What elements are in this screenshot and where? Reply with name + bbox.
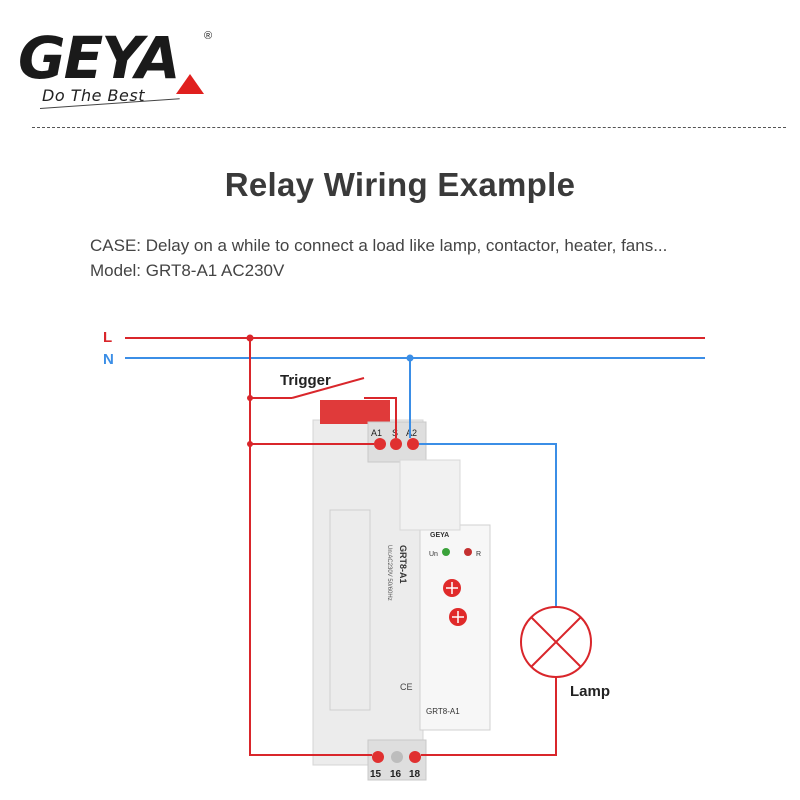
page-title: Relay Wiring Example [224, 166, 576, 203]
junction-neutral [406, 354, 414, 362]
trigger-switch-blade [291, 377, 365, 399]
relay-model-front: GRT8-A1 [426, 707, 460, 716]
led-relay-label: R [476, 551, 481, 558]
relay-side-detail [329, 509, 371, 711]
relay-brand: GEYA [430, 532, 449, 539]
led-on-indicator [442, 548, 450, 556]
trigger-wire-to-s [364, 397, 397, 438]
line-l-label: L [103, 329, 112, 346]
terminal-a2-label: A2 [406, 428, 417, 438]
terminal-a1-label: A1 [371, 428, 382, 438]
terminal-15-screw [372, 751, 384, 763]
relay-ce-mark: CE [400, 682, 413, 692]
relay-front-upper [399, 459, 461, 531]
junction-live-trigger [247, 395, 253, 401]
lamp-cross-b [530, 616, 582, 668]
registered-mark: ® [204, 30, 213, 42]
trigger-label: Trigger [280, 372, 331, 389]
lamp-symbol [520, 606, 592, 678]
led-on-label: Un [429, 551, 438, 558]
terminal-16-screw [391, 751, 403, 763]
header-divider [32, 127, 786, 128]
led-relay-indicator [464, 548, 472, 556]
case-description: CASE: Delay on a while to connect a load… [90, 236, 668, 255]
geya-logo: GEYA ® [18, 28, 218, 118]
relay-top-clip [320, 400, 390, 424]
junction-live-a1 [247, 441, 253, 447]
terminal-s-screw [390, 438, 402, 450]
relay-device: GEYA GRT8-A1 Un:AC230V 50/60Hz Un R CE G… [312, 400, 491, 781]
terminal-18-label: 18 [409, 769, 421, 780]
terminal-15-label: 15 [370, 769, 382, 780]
slogan: Do The Best [42, 86, 145, 105]
junction-live-top [246, 334, 254, 342]
relay-specs-vertical: Un:AC230V 50/60Hz [386, 545, 392, 601]
live-wire-left-drop [249, 338, 372, 756]
logo-red-triangle [176, 74, 204, 94]
load-wire-18-to-lamp [421, 676, 557, 756]
terminal-a1-screw [374, 438, 386, 450]
neutral-wire-to-lamp [419, 443, 557, 608]
model-description: Model: GRT8-A1 AC230V [90, 261, 285, 280]
logo-wordmark: GEYA [18, 24, 181, 92]
relay-model-vertical: GRT8-A1 [398, 545, 408, 584]
terminal-16-label: 16 [390, 769, 402, 780]
terminal-18-screw [409, 751, 421, 763]
relay-front-panel [419, 524, 491, 731]
line-n-label: N [103, 351, 114, 368]
lamp-label: Lamp [570, 683, 610, 700]
terminal-a2-screw [407, 438, 419, 450]
